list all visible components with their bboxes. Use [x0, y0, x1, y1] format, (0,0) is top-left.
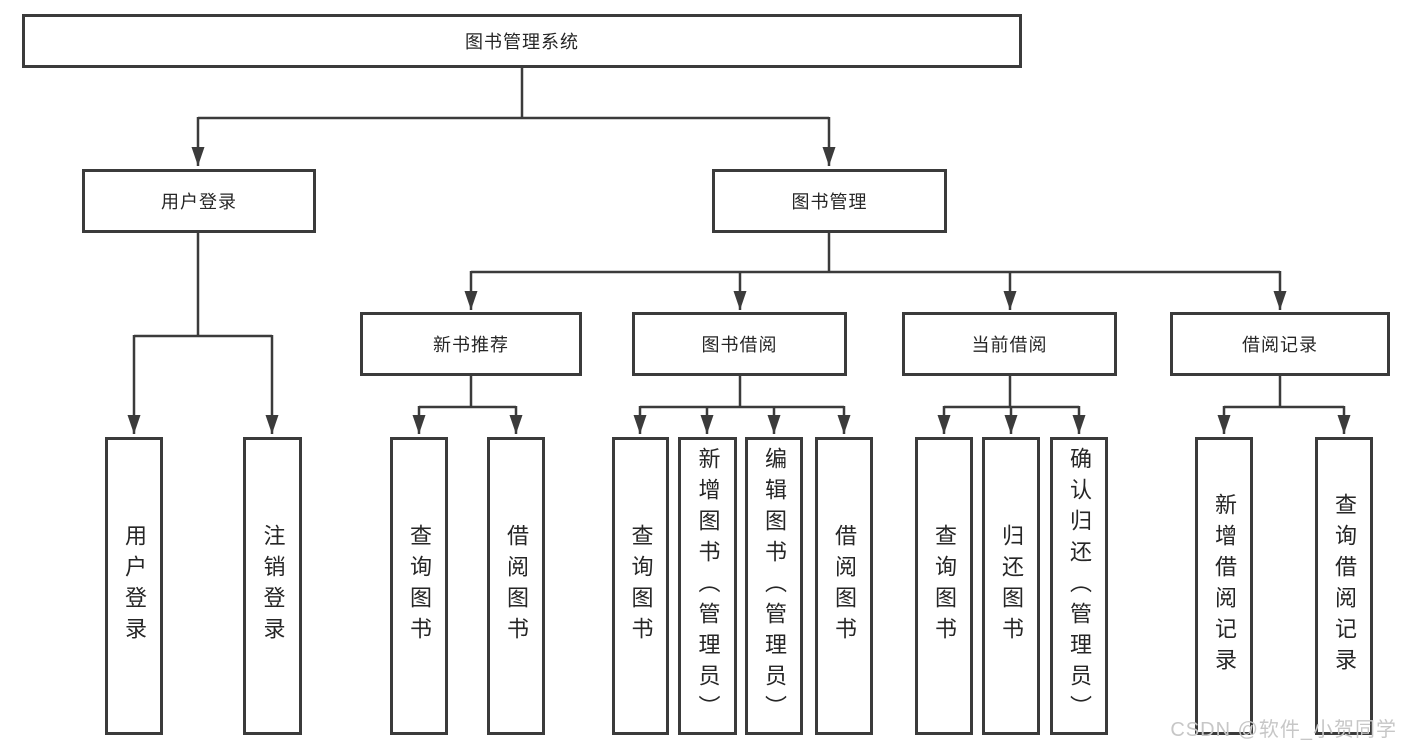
- node-user-login: 用户登录: [82, 169, 316, 233]
- leaf-query-books: 查询图书: [390, 437, 448, 735]
- leaf-user-login: 用户登录: [105, 437, 163, 735]
- leaf-edit-books-admin: 编辑图书（管理员）: [745, 437, 803, 735]
- leaf-borrow-books: 借阅图书: [487, 437, 545, 735]
- leaf-confirm-return-admin: 确认归还（管理员）: [1050, 437, 1108, 735]
- node-new-book-recommend: 新书推荐: [360, 312, 582, 376]
- leaf-add-books-admin: 新增图书（管理员）: [678, 437, 737, 735]
- leaf-borrow-books: 借阅图书: [815, 437, 873, 735]
- watermark: CSDN @软件_小贺同学: [1170, 719, 1397, 741]
- leaf-return-books: 归还图书: [982, 437, 1040, 735]
- leaf-query-books: 查询图书: [612, 437, 669, 735]
- node-current-borrow: 当前借阅: [902, 312, 1117, 376]
- node-root: 图书管理系统: [22, 14, 1022, 68]
- leaf-query-borrow-record: 查询借阅记录: [1315, 437, 1373, 735]
- node-borrow-records: 借阅记录: [1170, 312, 1390, 376]
- node-book-management: 图书管理: [712, 169, 947, 233]
- leaf-logout: 注销登录: [243, 437, 302, 735]
- leaf-query-books: 查询图书: [915, 437, 973, 735]
- node-book-borrow: 图书借阅: [632, 312, 847, 376]
- leaf-add-borrow-record: 新增借阅记录: [1195, 437, 1253, 735]
